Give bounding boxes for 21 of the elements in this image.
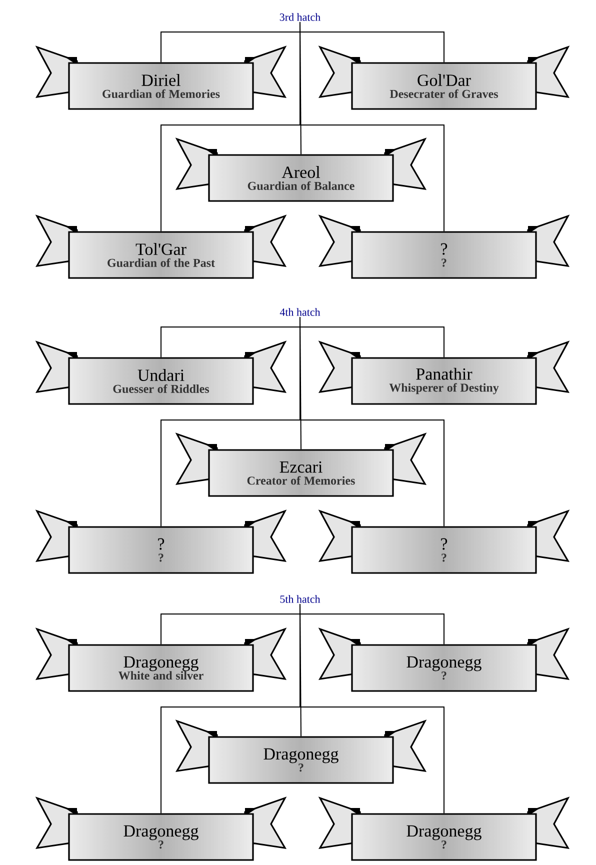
hatch-heading: 4th hatch — [280, 308, 320, 316]
banner: Tol'Gar Guardian of the Past — [35, 214, 287, 279]
banner: Ezcari Creator of Memories — [175, 432, 427, 497]
connector-line — [300, 604, 444, 814]
banner: Dragonegg ? — [318, 796, 570, 861]
banner: ? ? — [318, 510, 570, 574]
banner: Areol Guardian of Balance — [175, 138, 427, 202]
banner: ? ? — [318, 214, 570, 279]
hatch-heading: 3rd hatch — [280, 13, 320, 21]
banner: Gol'Dar Desecrater of Graves — [318, 46, 570, 110]
banner: Dragonegg ? — [35, 796, 287, 861]
banner: Dragonegg ? — [318, 628, 570, 692]
banner: Undari Guesser of Riddles — [35, 340, 287, 405]
connector-line — [300, 316, 444, 527]
banner: Panathir Whisperer of Destiny — [318, 340, 570, 405]
banner: Dragonegg White and silver — [35, 628, 287, 692]
hatch-heading: 5th hatch — [280, 595, 320, 603]
banner: Dragonegg ? — [175, 720, 427, 784]
banner: Diriel Guardian of Memories — [35, 46, 287, 110]
connector-line — [300, 22, 444, 232]
banner: ? ? — [35, 510, 287, 574]
